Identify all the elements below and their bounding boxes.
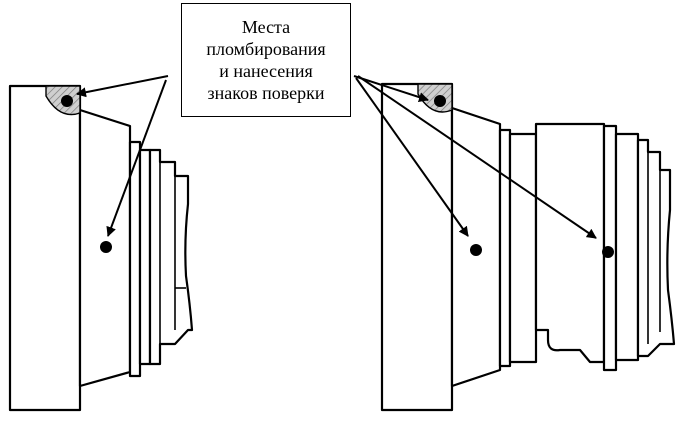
left-device-flange-inner [138, 148, 152, 366]
callout-box: Места пломбирования и нанесения знаков п… [181, 3, 351, 117]
arrow-right-mark-body [355, 77, 469, 237]
leader-arrows [76, 75, 597, 239]
right-seal-point [434, 95, 446, 107]
left-device-plate [8, 84, 82, 412]
right-mark-point-body [470, 244, 482, 256]
left-device-housing [148, 148, 194, 366]
arrow-right-seal [353, 75, 429, 102]
left-device-flange-outer [128, 140, 142, 378]
right-device-cylinder [534, 122, 606, 364]
right-device-ring-2 [508, 132, 538, 364]
arrow-left-seal [76, 75, 169, 98]
arrow-left-mark [106, 79, 167, 237]
left-mark-point [100, 241, 112, 253]
right-device-flange-inner [614, 132, 640, 362]
arrow-right-mark-flange [357, 75, 597, 239]
left-seal-point [61, 95, 73, 107]
right-mark-point-flange [602, 246, 614, 258]
right-device-housing [636, 138, 676, 358]
right-device [380, 82, 676, 412]
left-device [8, 84, 194, 412]
right-device-ring-1 [498, 128, 512, 368]
callout-text: Места пломбирования и нанесения знаков п… [206, 17, 326, 103]
